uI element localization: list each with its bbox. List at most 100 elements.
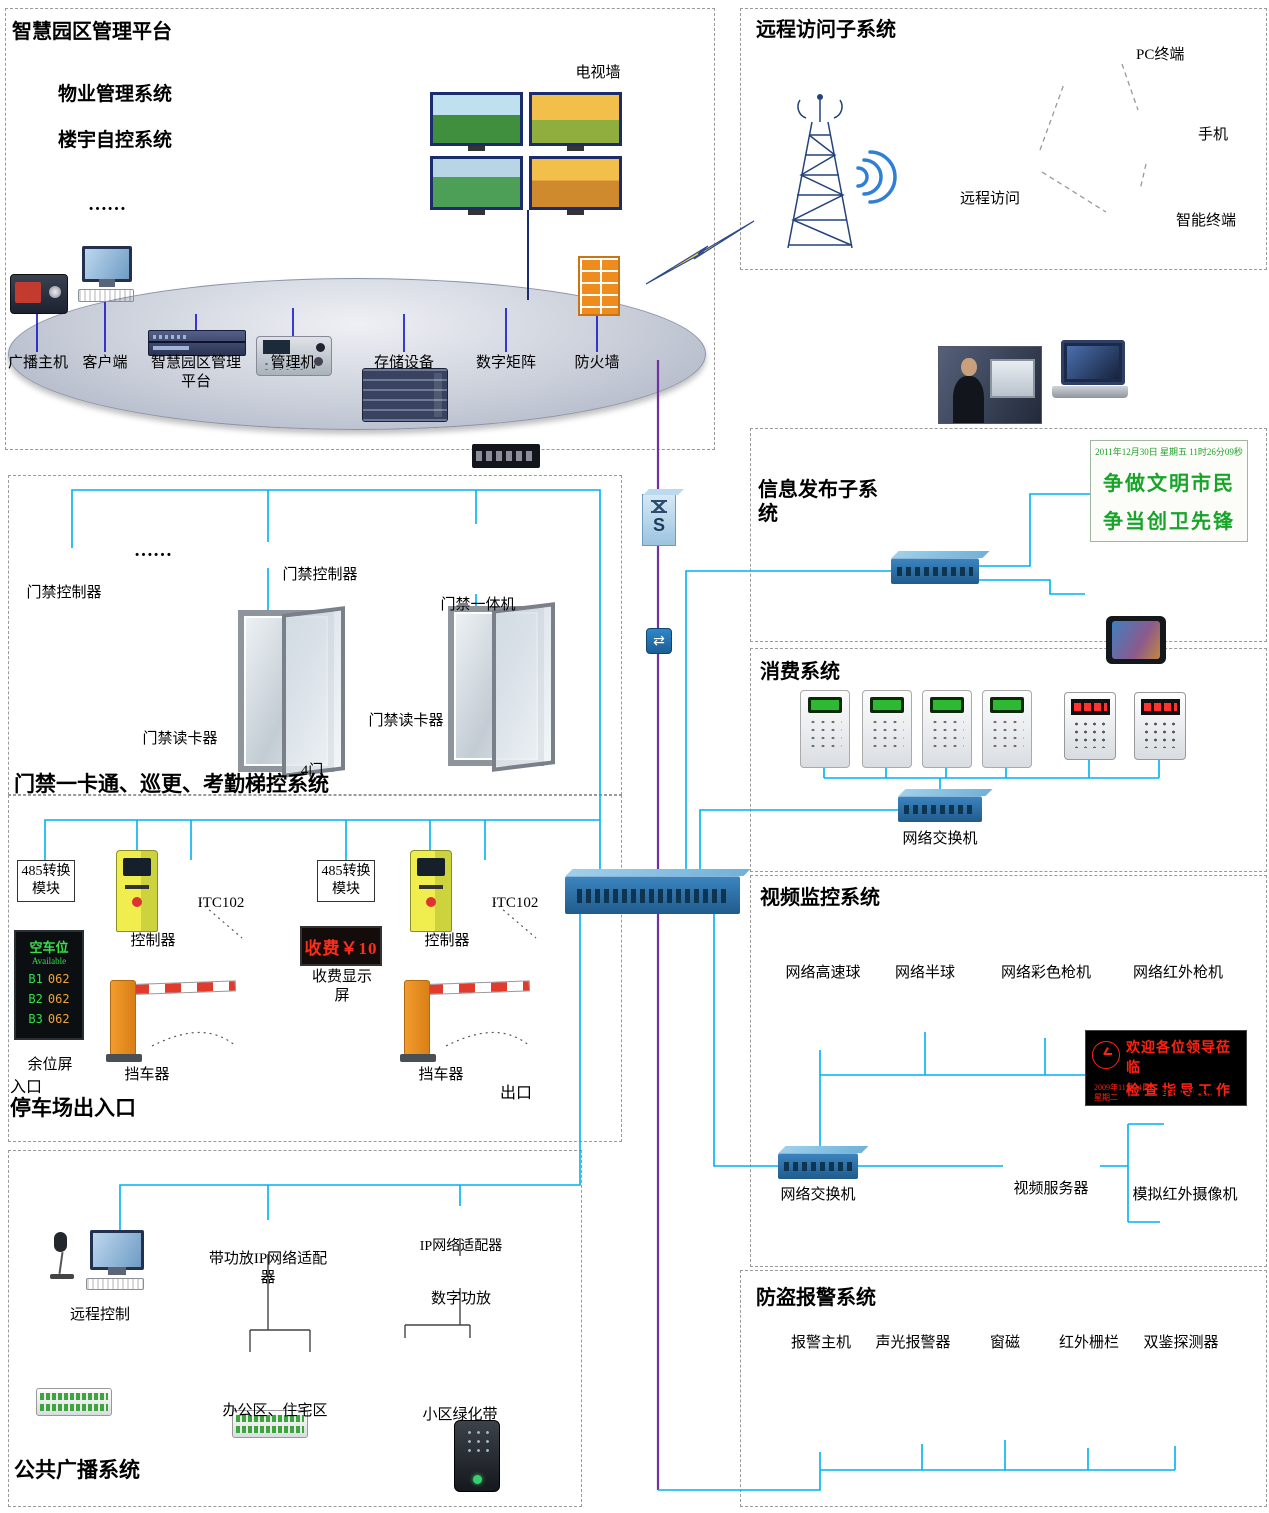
barrier-label: 挡车器 xyxy=(124,1067,170,1083)
smart-terminal-label: 智能终端 xyxy=(1176,213,1237,229)
lightning-link-icon xyxy=(645,220,755,285)
digital-matrix-device xyxy=(472,444,540,468)
door-icon xyxy=(238,606,346,778)
itc-label: ITC102 xyxy=(197,895,245,911)
itc-label: ITC102 xyxy=(491,895,539,911)
access-reader-label: 门禁读卡器 xyxy=(368,713,444,729)
alarm-host-label: 报警主机 xyxy=(790,1335,851,1351)
camera-label: 网络红外枪机 xyxy=(1132,965,1223,981)
core-switch-device xyxy=(565,876,740,914)
consume-switch-label: 网络交换机 xyxy=(902,831,978,847)
pos-card-reader xyxy=(800,690,850,768)
office-area-label: 办公区、住宅区 xyxy=(222,1403,328,1419)
led-week-line: 星期二 xyxy=(1094,1093,1118,1102)
wifi-waves-icon xyxy=(856,150,897,204)
broadcast-title: 公共广播系统 xyxy=(14,1458,140,1482)
vacancy-screen-label: 余位屏 xyxy=(27,1057,73,1073)
laptop-screen xyxy=(1061,340,1125,386)
access-reader-label: 门禁读卡器 xyxy=(142,731,218,747)
pos-card-reader xyxy=(862,690,912,768)
rs485-module-label: 485转换模块 xyxy=(21,863,71,897)
video-server-label: 视频服务器 xyxy=(1013,1181,1089,1197)
rs485-module-label: 485转换模块 xyxy=(321,863,371,897)
section-platform xyxy=(5,8,715,450)
storage-device xyxy=(362,368,448,422)
remote-access-photo xyxy=(938,346,1042,424)
led-date-line: 2009年11月24日 xyxy=(1094,1083,1150,1092)
detector-label: 双鉴探测器 xyxy=(1143,1335,1219,1351)
platform-system-1: 物业管理系统 xyxy=(58,84,173,105)
consume-switch-device xyxy=(898,796,982,822)
pos-card-reader xyxy=(922,690,972,768)
ip-adapter-label: IP网络适配器 xyxy=(419,1239,503,1254)
device-label: 防火墙 xyxy=(574,355,620,371)
access-ellipsis: …… xyxy=(134,540,172,561)
platform-title: 智慧园区管理平台 xyxy=(12,21,172,43)
access-all-in-one-label: 门禁一体机 xyxy=(440,597,516,613)
platform-ellipsis: …… xyxy=(88,194,126,215)
device-label: 存储设备 xyxy=(373,355,434,371)
barrier-label: 挡车器 xyxy=(418,1067,464,1083)
keyboard-icon xyxy=(86,1278,144,1290)
camera-label: 网络彩色枪机 xyxy=(1000,965,1091,981)
keyboard-icon xyxy=(78,289,134,302)
tv-monitor-icon xyxy=(430,156,523,215)
fee-display-label: 收费显示屏 xyxy=(312,969,373,1004)
access-title: 门禁一卡通、巡更、考勤梯控系统 xyxy=(14,772,329,796)
microphone-stem xyxy=(58,1251,64,1275)
microphone-base xyxy=(50,1274,74,1279)
network-connector-icon: ⇄ xyxy=(646,628,672,654)
remote-control-station xyxy=(46,1230,146,1290)
access-all-in-one-device xyxy=(454,1420,500,1492)
section-video xyxy=(750,875,1267,1267)
radio-tower-icon xyxy=(787,99,853,249)
microphone-icon xyxy=(54,1232,67,1252)
parking-controller-label: 控制器 xyxy=(424,933,470,949)
led-line: 争当创卫先锋 xyxy=(1103,511,1235,533)
rs485-module: 485转换模块 xyxy=(17,860,75,902)
led-sign-red: 欢迎各位领导莅临 检查指导工作 2009年11月24日 星期二 xyxy=(1085,1030,1247,1106)
switch-node-device: S xyxy=(642,494,676,546)
section-access-control xyxy=(8,475,622,795)
device-label: 数字矩阵 xyxy=(475,355,536,371)
led-date: 2009年11月24日 星期二 xyxy=(1094,1083,1150,1103)
consume-title: 消费系统 xyxy=(760,661,840,683)
camera-label: 网络高速球 xyxy=(785,965,861,981)
pos-terminal xyxy=(1064,692,1116,760)
exit-label: 出口 xyxy=(500,1085,533,1102)
door-glass-pane xyxy=(491,602,556,772)
door-icon xyxy=(448,602,556,772)
section-info-publish xyxy=(750,428,1267,642)
vacancy-subtitle: Available xyxy=(31,956,67,966)
device-label: 智慧园区管理平台 xyxy=(150,355,241,390)
section-parking xyxy=(8,795,622,1142)
remote-photo-label: 远程访问 xyxy=(959,191,1020,207)
s-label: S xyxy=(652,515,665,535)
access-controller-device xyxy=(36,1388,112,1416)
access-controller-label: 门禁控制器 xyxy=(26,585,102,601)
remote-title: 远程访问子系统 xyxy=(756,19,896,41)
section-consume xyxy=(750,648,1267,872)
device-label: 广播主机 xyxy=(8,355,69,371)
camera-label: 网络半球 xyxy=(894,965,955,981)
info-switch-device xyxy=(891,558,979,584)
phone-label: 手机 xyxy=(1198,127,1229,143)
laptop-icon xyxy=(1052,340,1128,398)
section-remote-access xyxy=(740,8,1267,270)
broadcast-host-device xyxy=(10,274,68,314)
alarm-title: 防盗报警系统 xyxy=(756,1287,876,1309)
parking-controller-device xyxy=(410,850,452,932)
monitor-icon xyxy=(990,359,1035,399)
pos-card-reader xyxy=(982,690,1032,768)
pc-label: PC终端 xyxy=(1136,47,1185,63)
led-sign-green: 2011年12月30日 星期五 11时26分09秒 争做文明市民 争当创卫先锋 xyxy=(1090,440,1248,542)
tv-monitor-icon xyxy=(430,92,523,151)
device-label: 管理机 xyxy=(270,355,316,371)
door-glass-pane xyxy=(281,606,346,778)
led-line: 欢迎各位领导莅临 xyxy=(1126,1041,1231,1076)
parking-controller-label: 控制器 xyxy=(130,933,176,949)
vacancy-title: 空车位 xyxy=(29,940,69,955)
doors-count-label: 4门 xyxy=(300,763,324,779)
